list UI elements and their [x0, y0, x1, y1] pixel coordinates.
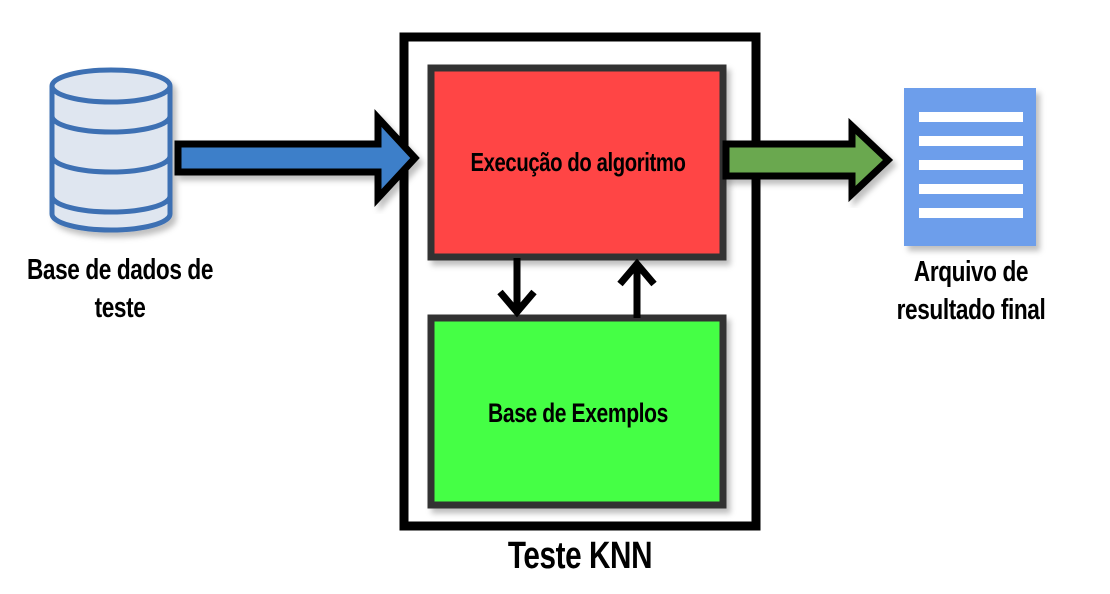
examples-base-box: [427, 314, 727, 509]
database-icon: [49, 67, 173, 233]
document-icon: [904, 88, 1036, 246]
down-arrow: [497, 258, 537, 318]
up-arrow: [617, 258, 657, 318]
container-title: Teste KNN: [507, 535, 653, 577]
examples-base-label: Base de Exemplos: [488, 398, 668, 428]
database-label: Base de dados de teste: [26, 254, 214, 324]
output-file-label: Arquivo de resultado final: [896, 256, 1046, 326]
execution-box: [427, 64, 727, 261]
execution-label: Execução do algoritmo: [470, 147, 686, 177]
output-arrow: [722, 117, 894, 203]
input-arrow: [174, 109, 420, 207]
